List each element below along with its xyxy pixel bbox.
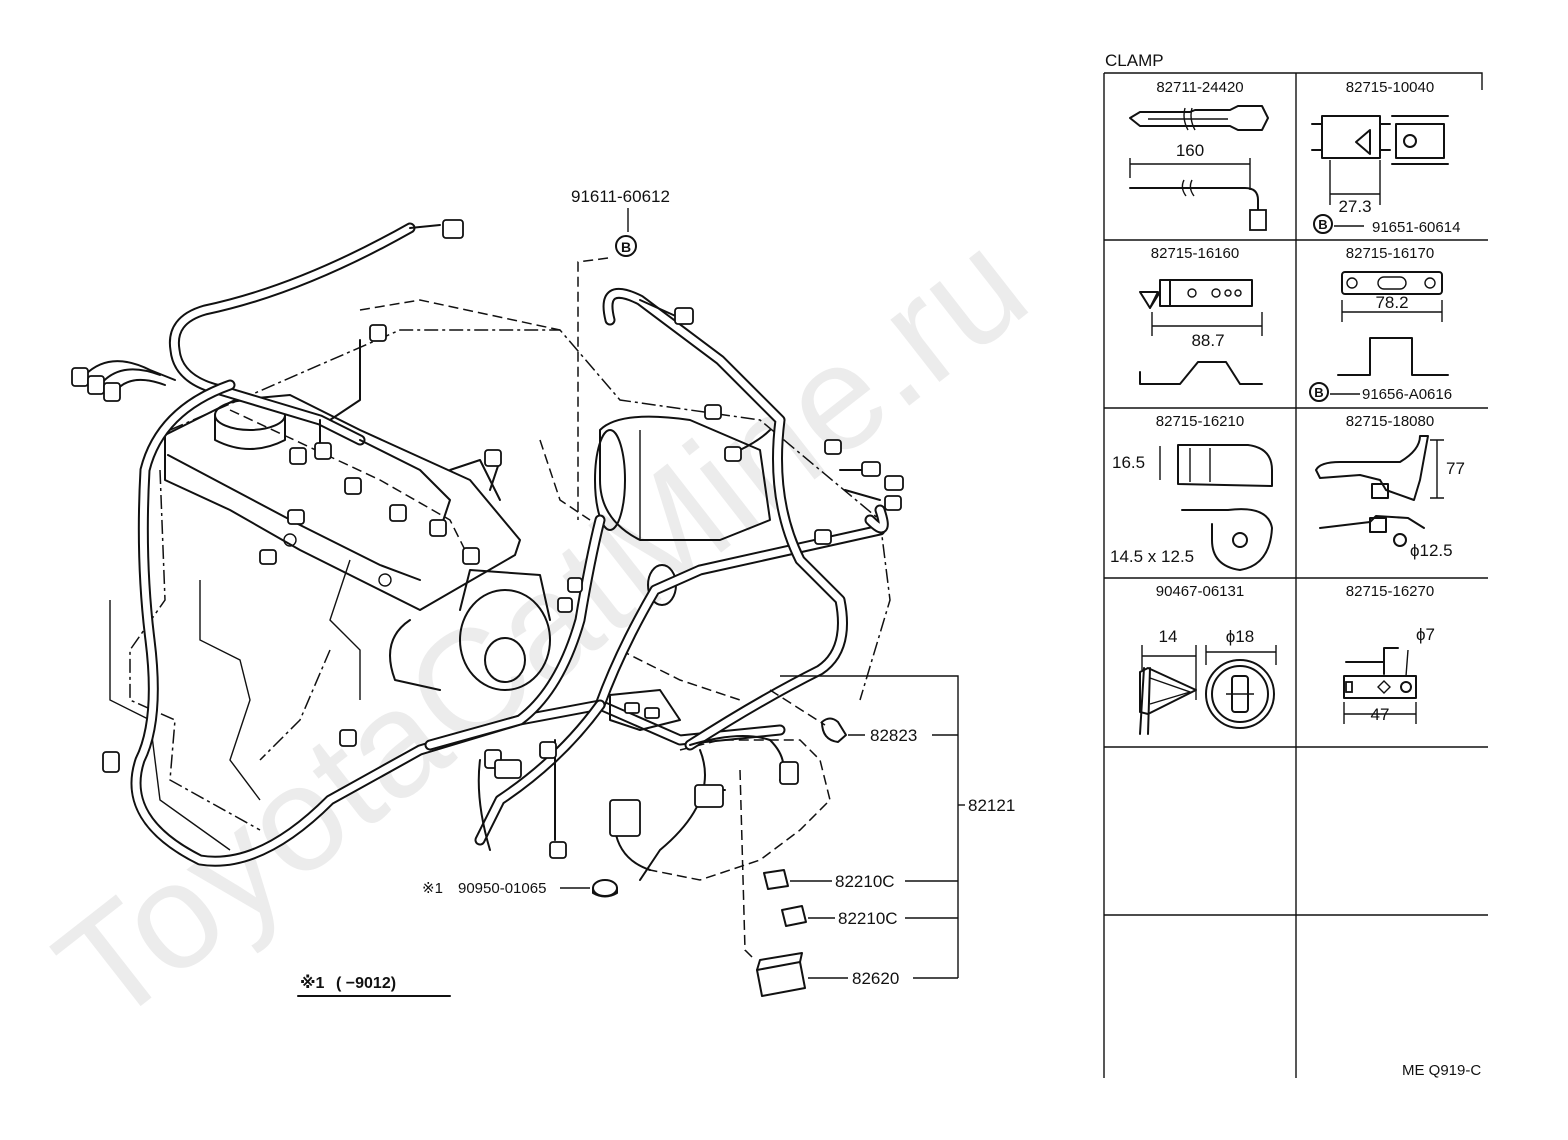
clamp-part-number: 90467-06131 <box>1156 583 1244 600</box>
clamp-cell-82715-18080: 82715-18080 77 ϕ12.5 <box>1315 413 1465 560</box>
clamp-dim: 47 <box>1371 705 1390 724</box>
part-82823-label: 82823 <box>870 726 917 745</box>
callout-82210c-1: 82210C <box>763 869 958 891</box>
clamp-part-number: 82711-24420 <box>1156 79 1243 96</box>
clamp-cell-82715-16160: 82715-16160 88.7 <box>1139 245 1263 385</box>
part-82620-label: 82620 <box>852 969 899 988</box>
callout-82620: 82620 <box>739 769 958 997</box>
clamp-bolt-mark: B <box>1314 385 1323 400</box>
footnote-text: ( −9012) <box>336 975 396 992</box>
clamp-cell-82715-16170: 82715-16170 78.2 B 91656-A0616 <box>1309 245 1452 403</box>
callout-82210c-2: 82210C <box>781 905 958 928</box>
clamp-table: CLAMP 82711-24420 160 82715-10040 <box>1103 51 1488 1078</box>
wire-harness <box>84 222 889 881</box>
clamp-dim: ϕ18 <box>1226 627 1254 646</box>
connectors <box>71 219 904 859</box>
clamp-dim: 14 <box>1159 627 1178 646</box>
clamp-part-number: 82715-16170 <box>1346 245 1434 262</box>
clamp-cell-82715-16210: 82715-16210 16.5 14.5 x 12.5 <box>1110 413 1273 571</box>
clamp-dim: ϕ7 <box>1416 625 1435 644</box>
part-82121-label: 82121 <box>968 796 1015 815</box>
footnote-mark: ※1 <box>300 974 325 992</box>
clamp-part-number: 82715-18080 <box>1346 413 1434 430</box>
clamp-dim: 27.3 <box>1338 197 1371 216</box>
grommet-part-label: 90950-01065 <box>458 880 546 897</box>
clamp-bolt-part: 91656-A0616 <box>1362 386 1452 403</box>
bolt-callout: 91611-60612 B <box>571 187 670 520</box>
clamp-part-number: 82715-16270 <box>1346 583 1434 600</box>
clamp-cell-82715-10040: 82715-10040 27.3 B 91651-60614 <box>1311 79 1460 236</box>
callout-82823: 82823 <box>769 689 958 745</box>
bolt-part-label: 91611-60612 <box>571 187 670 206</box>
clamp-part-number: 82715-16160 <box>1151 245 1239 262</box>
clamp-dim: 77 <box>1446 459 1465 478</box>
part-82210c-2-label: 82210C <box>838 909 898 928</box>
clamp-dim: ϕ12.5 <box>1410 541 1453 560</box>
clamp-bolt-mark: B <box>1318 217 1327 232</box>
grommet-mark: ※1 <box>422 880 443 897</box>
callout-grommet: ※1 90950-01065 <box>422 879 618 898</box>
clamp-part-number: 82715-10040 <box>1346 79 1434 96</box>
clamp-table-title: CLAMP <box>1105 51 1164 70</box>
clamp-dim: 14.5 x 12.5 <box>1110 547 1194 566</box>
clamp-dim: 16.5 <box>1112 453 1145 472</box>
bolt-mark: B <box>621 239 631 255</box>
clamp-dim: 160 <box>1176 141 1204 160</box>
clamp-dim: 88.7 <box>1191 331 1224 350</box>
footnote: ※1 ( −9012) <box>297 974 451 997</box>
callout-82121: 82121 <box>780 675 1015 978</box>
clamp-cell-90467-06131: 90467-06131 14 ϕ18 <box>1139 583 1277 735</box>
clamp-bolt-part: 91651-60614 <box>1372 219 1460 236</box>
clamp-dim: 78.2 <box>1375 293 1408 312</box>
figure-code: ME Q919-C <box>1402 1062 1481 1079</box>
clamp-part-number: 82715-16210 <box>1156 413 1244 430</box>
clamp-cell-82715-16270: 82715-16270 ϕ7 47 <box>1343 583 1435 724</box>
clamp-cell-82711-24420: 82711-24420 160 <box>1129 79 1269 231</box>
part-82210c-1-label: 82210C <box>835 872 895 891</box>
